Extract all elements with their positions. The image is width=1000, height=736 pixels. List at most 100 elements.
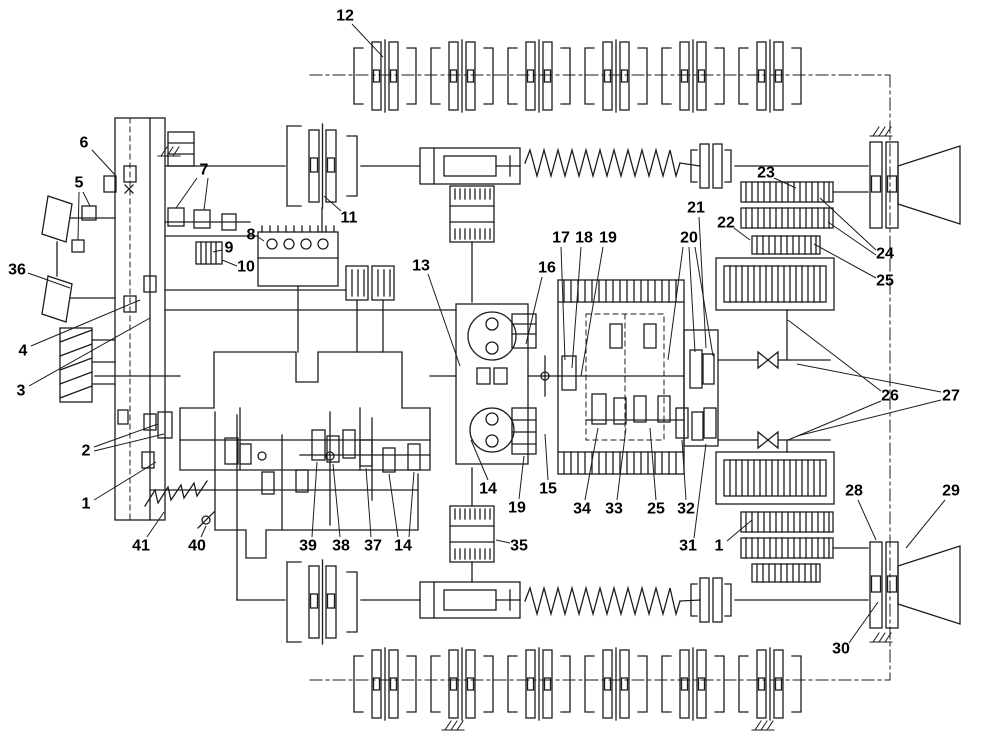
callout-leader-24: [827, 221, 877, 256]
callout-leader-25: [813, 243, 877, 279]
callout-leader-37: [365, 467, 372, 538]
callout-leader-28: [857, 499, 877, 541]
callout-leader-34: [584, 427, 599, 501]
callout-9: 9: [225, 240, 234, 257]
callout-leader-41: [146, 511, 165, 538]
callout-40: 40: [188, 538, 206, 555]
callout-leader-11: [323, 195, 342, 212]
planetary-rotor-bottom: [469, 407, 515, 453]
callout-leader-10: [221, 259, 238, 267]
callout-28: 28: [845, 483, 863, 500]
callout-leader-39: [311, 461, 318, 538]
gearbox-output-section: [683, 329, 719, 447]
callout-leader-2: [93, 433, 165, 452]
callout-leader-12: [351, 23, 384, 58]
callout-3: 3: [17, 383, 26, 400]
callout-11: 11: [341, 210, 358, 227]
callout-1: 1: [82, 496, 91, 513]
callout-23: 23: [757, 165, 775, 182]
callout-14: 14: [394, 538, 412, 555]
callout-27: 27: [942, 388, 960, 405]
callout-24: 24: [876, 246, 894, 263]
callout-26: 26: [881, 388, 899, 405]
callout-leader-24: [819, 197, 877, 251]
callout-25: 25: [876, 273, 894, 290]
callout-4: 4: [19, 343, 28, 360]
callout-leader-26: [787, 319, 882, 392]
callout-33: 33: [605, 501, 623, 518]
callout-leader-35: [495, 539, 511, 544]
callout-1: 1: [715, 538, 724, 555]
callout-5: 5: [75, 175, 84, 192]
planetary-rotor-top: [467, 311, 517, 361]
callout-2: 2: [82, 443, 91, 460]
callout-leader-19: [518, 455, 525, 500]
callout-39: 39: [299, 538, 317, 555]
callout-38: 38: [332, 538, 350, 555]
callout-leader-5: [77, 191, 80, 241]
fan-blade: [41, 275, 73, 323]
callout-leader-8: [257, 236, 265, 242]
callout-leader-9: [212, 249, 223, 253]
callout-leader-26: [787, 400, 882, 441]
engine-crankcase: [179, 351, 431, 471]
callout-8: 8: [247, 227, 256, 244]
callout-leader-40: [200, 525, 207, 538]
callout-leader-27: [796, 363, 942, 393]
callout-41: 41: [132, 538, 150, 555]
callout-leader-38: [332, 463, 341, 538]
callout-25: 25: [647, 501, 665, 518]
callout-32: 32: [677, 501, 695, 518]
callout-leader-2: [93, 423, 159, 448]
schematic-line-art: [41, 39, 961, 731]
recoil-spring-bottom: [524, 585, 681, 617]
callout-31: 31: [679, 538, 697, 555]
callout-leader-25: [649, 427, 657, 501]
callout-leader-6: [91, 149, 117, 177]
callout-21: 21: [687, 200, 705, 217]
callout-12: 12: [336, 8, 354, 25]
callout-leader-7: [175, 177, 198, 209]
callout-leader-19: [580, 246, 604, 377]
callout-leader-4: [30, 299, 141, 347]
callout-leader-14: [408, 471, 415, 538]
callout-leader-20: [667, 246, 684, 361]
gearbox-top-gear-strip: [557, 279, 685, 303]
callout-leader-16: [525, 276, 543, 345]
callout-leader-5: [82, 191, 91, 207]
callout-18: 18: [575, 230, 593, 247]
callout-leader-3: [28, 317, 151, 387]
callout-22: 22: [717, 215, 735, 232]
callout-leader-17: [560, 246, 566, 361]
callout-leader-13: [427, 273, 461, 367]
callout-leader-21: [698, 216, 707, 349]
callout-leader-31: [693, 443, 707, 539]
callout-29: 29: [942, 483, 960, 500]
callout-leader-20: [688, 246, 696, 353]
callout-leader-23: [773, 177, 797, 189]
callout-19: 19: [599, 230, 617, 247]
callout-leader-27: [796, 399, 942, 437]
coupling-hatched: [59, 327, 93, 403]
hydraulic-unit-frame: [455, 303, 529, 465]
callout-14: 14: [479, 481, 497, 498]
callout-19: 19: [508, 500, 526, 517]
callout-30: 30: [832, 641, 850, 658]
callout-leader-14: [388, 473, 399, 538]
callout-35: 35: [510, 538, 528, 555]
callout-leader-1: [93, 461, 157, 501]
fan-drive-column: [114, 117, 166, 521]
callout-36: 36: [8, 262, 26, 279]
callout-13: 13: [412, 258, 430, 275]
callout-leader-14: [470, 439, 489, 481]
callout-leader-1: [726, 519, 753, 542]
callout-leader-22: [733, 227, 751, 241]
lower-gear-train: [214, 411, 419, 559]
callout-leader-30: [848, 601, 879, 644]
recoil-spring-top: [524, 147, 681, 179]
starter-rack: [144, 480, 208, 507]
callout-leader-7: [203, 177, 209, 211]
callout-leader-36: [27, 272, 71, 289]
